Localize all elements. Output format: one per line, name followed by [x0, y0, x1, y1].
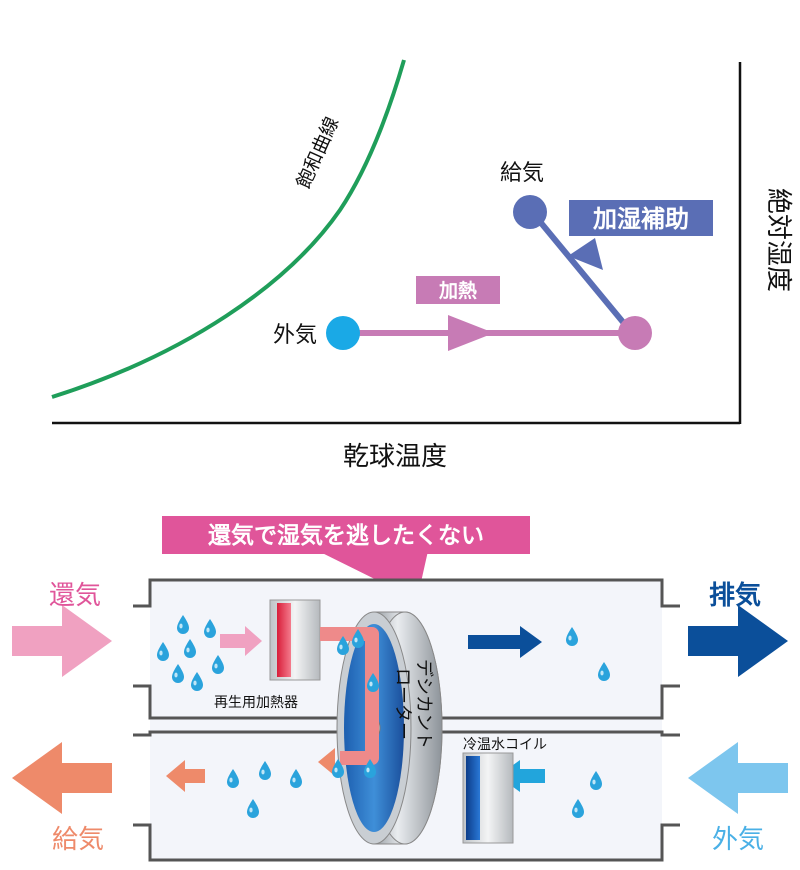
supply-air-label: 給気	[52, 825, 104, 855]
saturation-curve	[51, 59, 406, 399]
saturation-curve-label: 飽和曲線	[292, 114, 343, 192]
callout-box	[162, 516, 530, 554]
heater-element	[277, 603, 291, 677]
outside-air-label: 外気	[273, 323, 317, 348]
upper-duct-bottom-wall-left	[133, 684, 343, 720]
heating-arrowhead	[448, 315, 494, 351]
return-air-label: 還気	[49, 581, 101, 611]
lower-duct-top-wall-left	[133, 730, 343, 737]
exhaust-label: 排気	[709, 580, 761, 611]
supply-air-label: 給気	[500, 161, 544, 186]
coil-label: 冷温水コイル	[463, 737, 547, 753]
humidify-arrowhead	[568, 238, 603, 270]
humidify-label-box	[569, 200, 713, 236]
x-axis-label: 乾球温度	[343, 442, 447, 472]
supply-flow-arrow	[166, 760, 205, 792]
humidify-process-line	[529, 210, 635, 335]
desiccant-unit-diagram: 還気で湿気を逃したくない 還気 排気 給気 外気	[12, 516, 788, 862]
rotor-label-line1: デシカント	[413, 659, 434, 749]
heating-label: 加熱	[438, 279, 477, 302]
callout-text: 還気で湿気を逃したくない	[208, 522, 484, 549]
supply-air-arrow	[12, 742, 112, 814]
exhaust-arrow	[688, 605, 788, 677]
lower-duct-bottom-wall	[133, 823, 680, 862]
return-flow-arrow	[220, 626, 262, 656]
heated-air-point	[618, 316, 652, 350]
upper-duct-top-wall	[133, 578, 680, 608]
return-air-arrow	[12, 605, 112, 677]
upper-duct-bottom-wall-right	[430, 684, 680, 720]
psychrometric-chart: 飽和曲線 加熱 加湿補助 外気 給気 乾球温度 絶対湿度	[51, 59, 793, 472]
coil-element	[466, 756, 480, 840]
humidify-label: 加湿補助	[593, 205, 689, 233]
heater-label: 再生用加熱器	[214, 695, 298, 711]
rotor-flow-arrowhead	[318, 748, 335, 776]
lower-duct-top-wall-right	[430, 730, 680, 737]
outside-air-point	[326, 316, 360, 350]
desiccant-rotor: デシカント ローター	[336, 611, 443, 845]
outside-air-arrow	[688, 742, 788, 814]
exhaust-flow-arrow	[468, 626, 542, 658]
y-axis-label: 絶対湿度	[763, 188, 793, 292]
rotor-label-line2: ローター	[392, 668, 413, 740]
supply-air-point	[513, 195, 547, 229]
outside-air-label: 外気	[712, 825, 764, 855]
heating-label-box	[416, 276, 500, 304]
rotor-regeneration-flow	[320, 627, 379, 765]
